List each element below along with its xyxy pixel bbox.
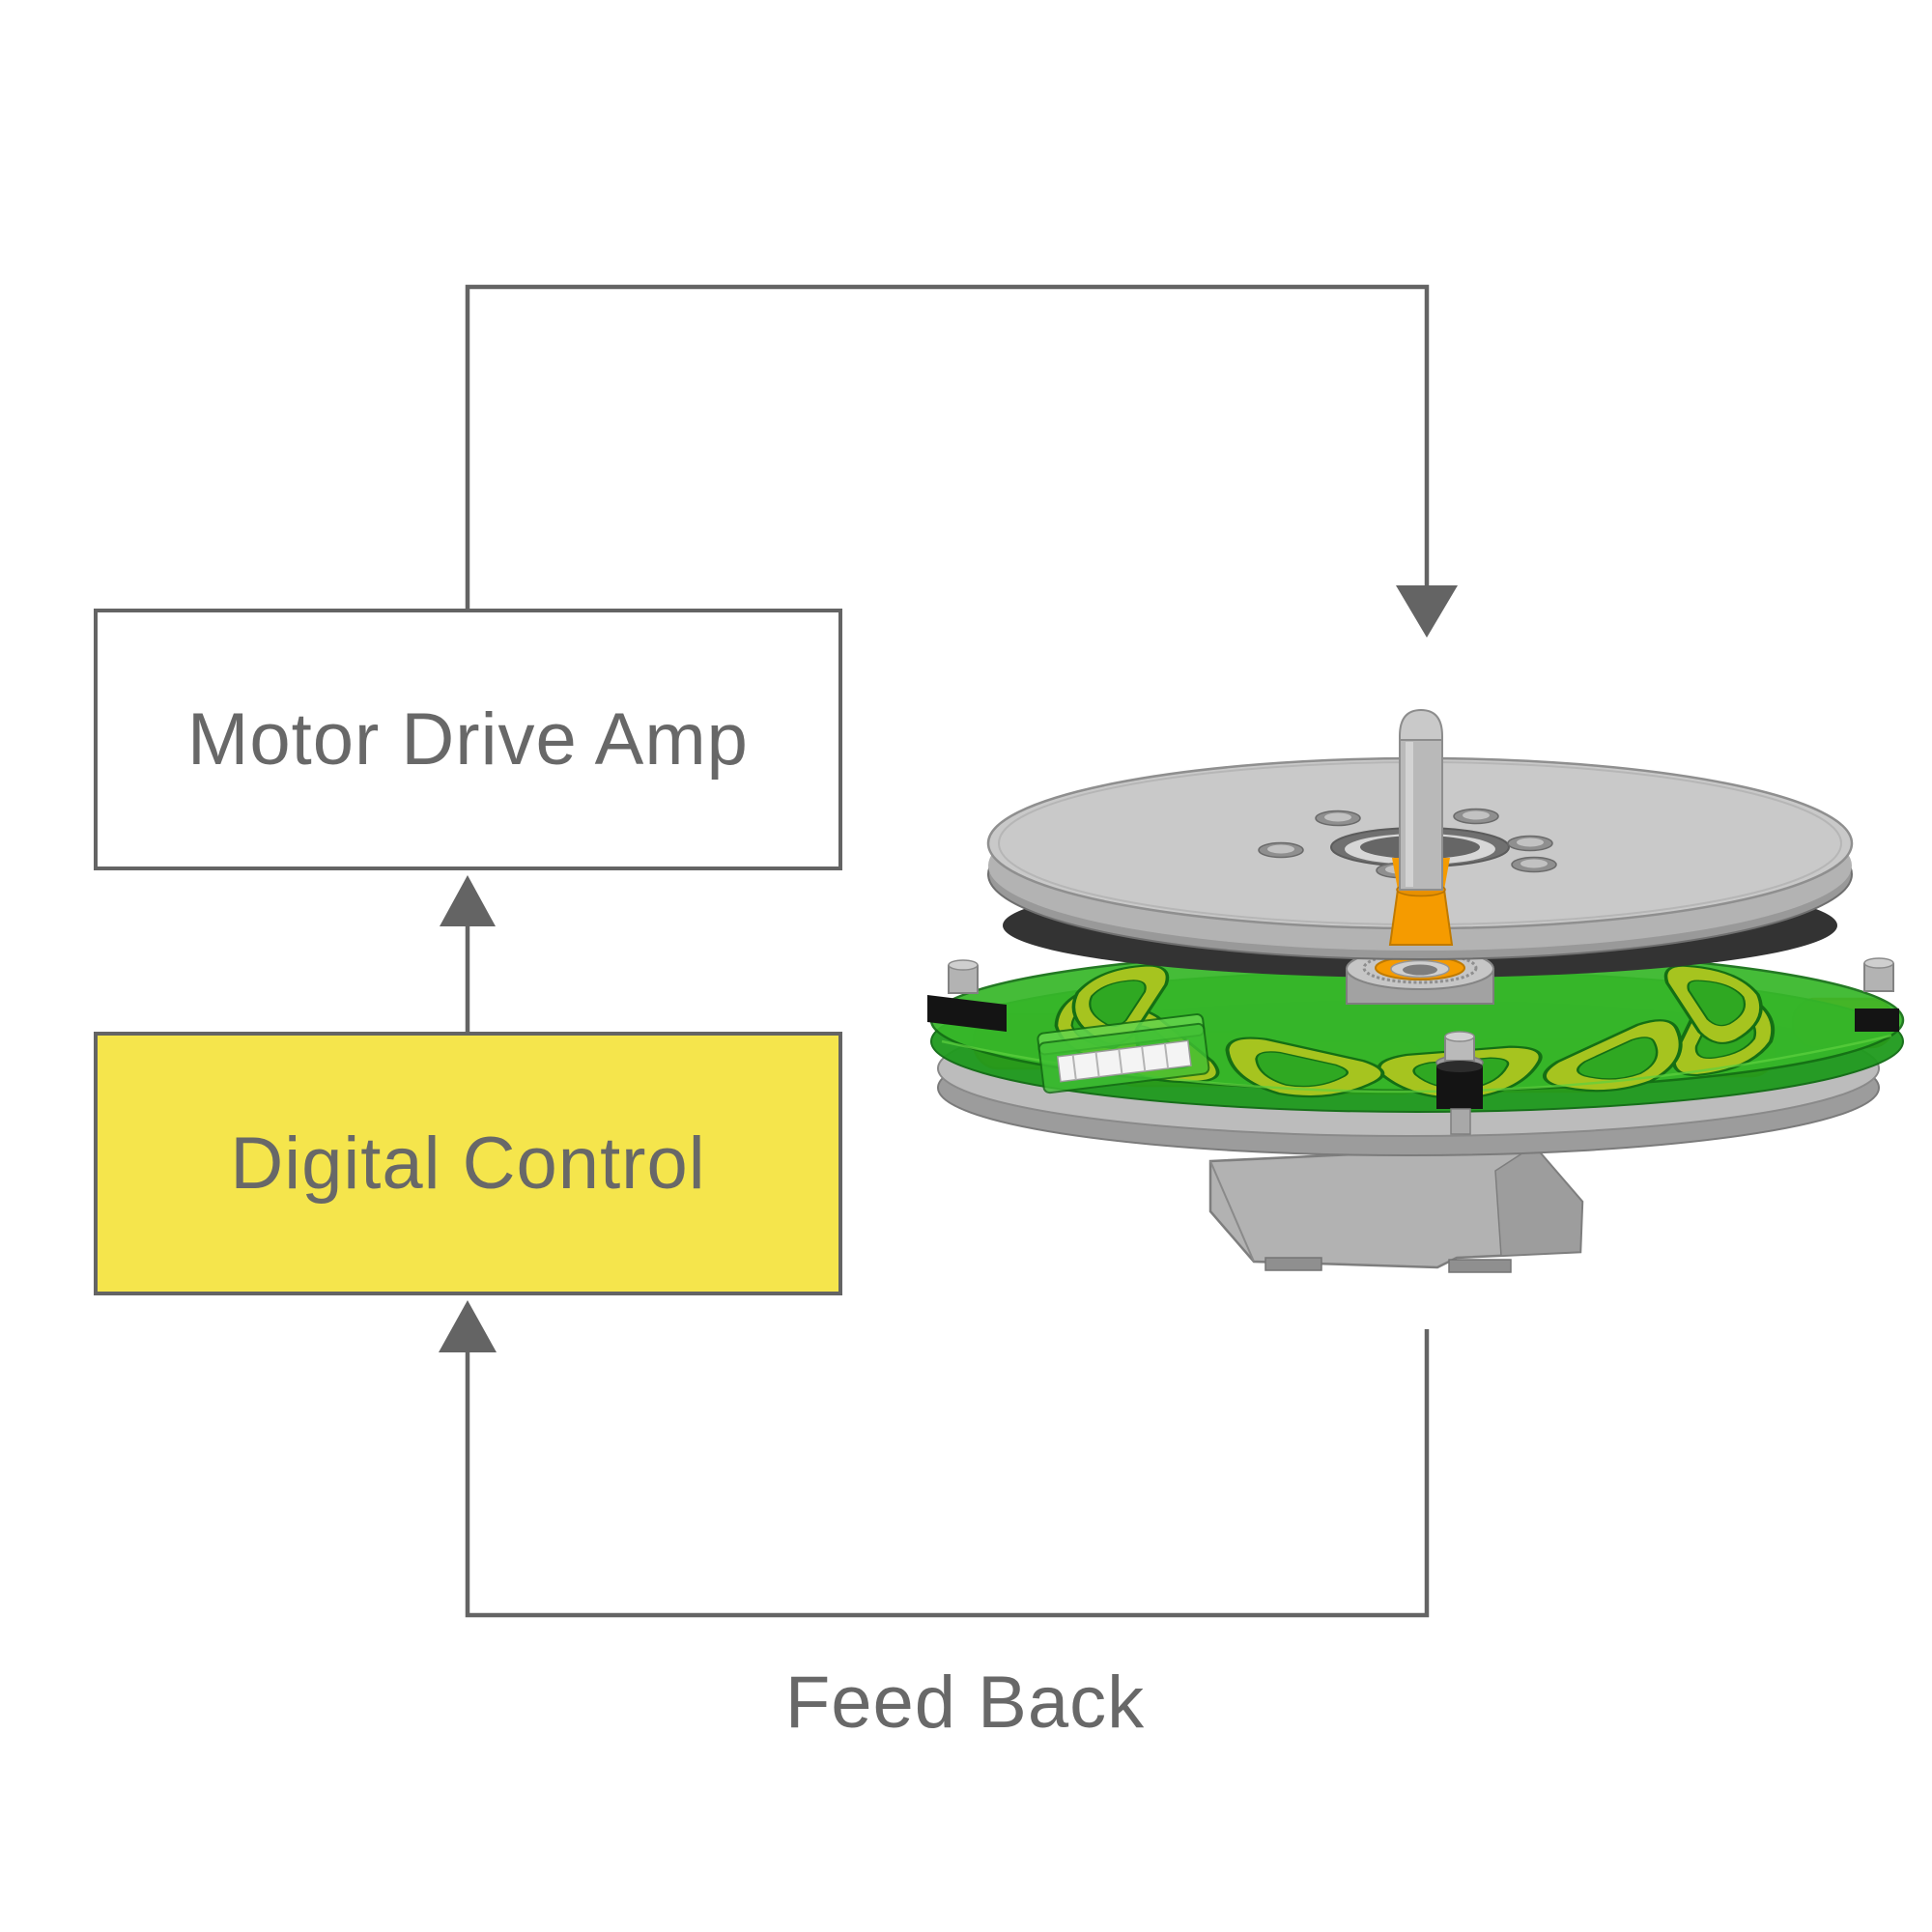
left-spacer — [927, 995, 1007, 1032]
feedback-path — [439, 1300, 1430, 1618]
arrowhead-down-icon — [1396, 585, 1458, 638]
motor-assembly-illustration — [927, 708, 1905, 1273]
arrowhead-up-icon — [440, 875, 496, 926]
node-label: Motor Drive Amp — [187, 698, 749, 781]
motor-shaft — [1388, 708, 1454, 946]
front-bolt-and-spacer — [1435, 1031, 1484, 1135]
connector — [1037, 1013, 1210, 1094]
node-digital-control: Digital Control — [94, 1032, 842, 1295]
feedback-caption: Feed Back — [784, 1662, 1146, 1744]
edge-spacers-and-bolts — [927, 957, 1899, 1032]
right-spacer — [1855, 1009, 1899, 1032]
node-label: Digital Control — [230, 1122, 706, 1205]
arrowhead-up-icon — [439, 1300, 497, 1352]
command-path — [465, 284, 1458, 638]
node-motor-drive-amp: Motor Drive Amp — [94, 609, 842, 870]
drive-arrow — [440, 875, 496, 1032]
shaft-dome — [1399, 708, 1443, 741]
